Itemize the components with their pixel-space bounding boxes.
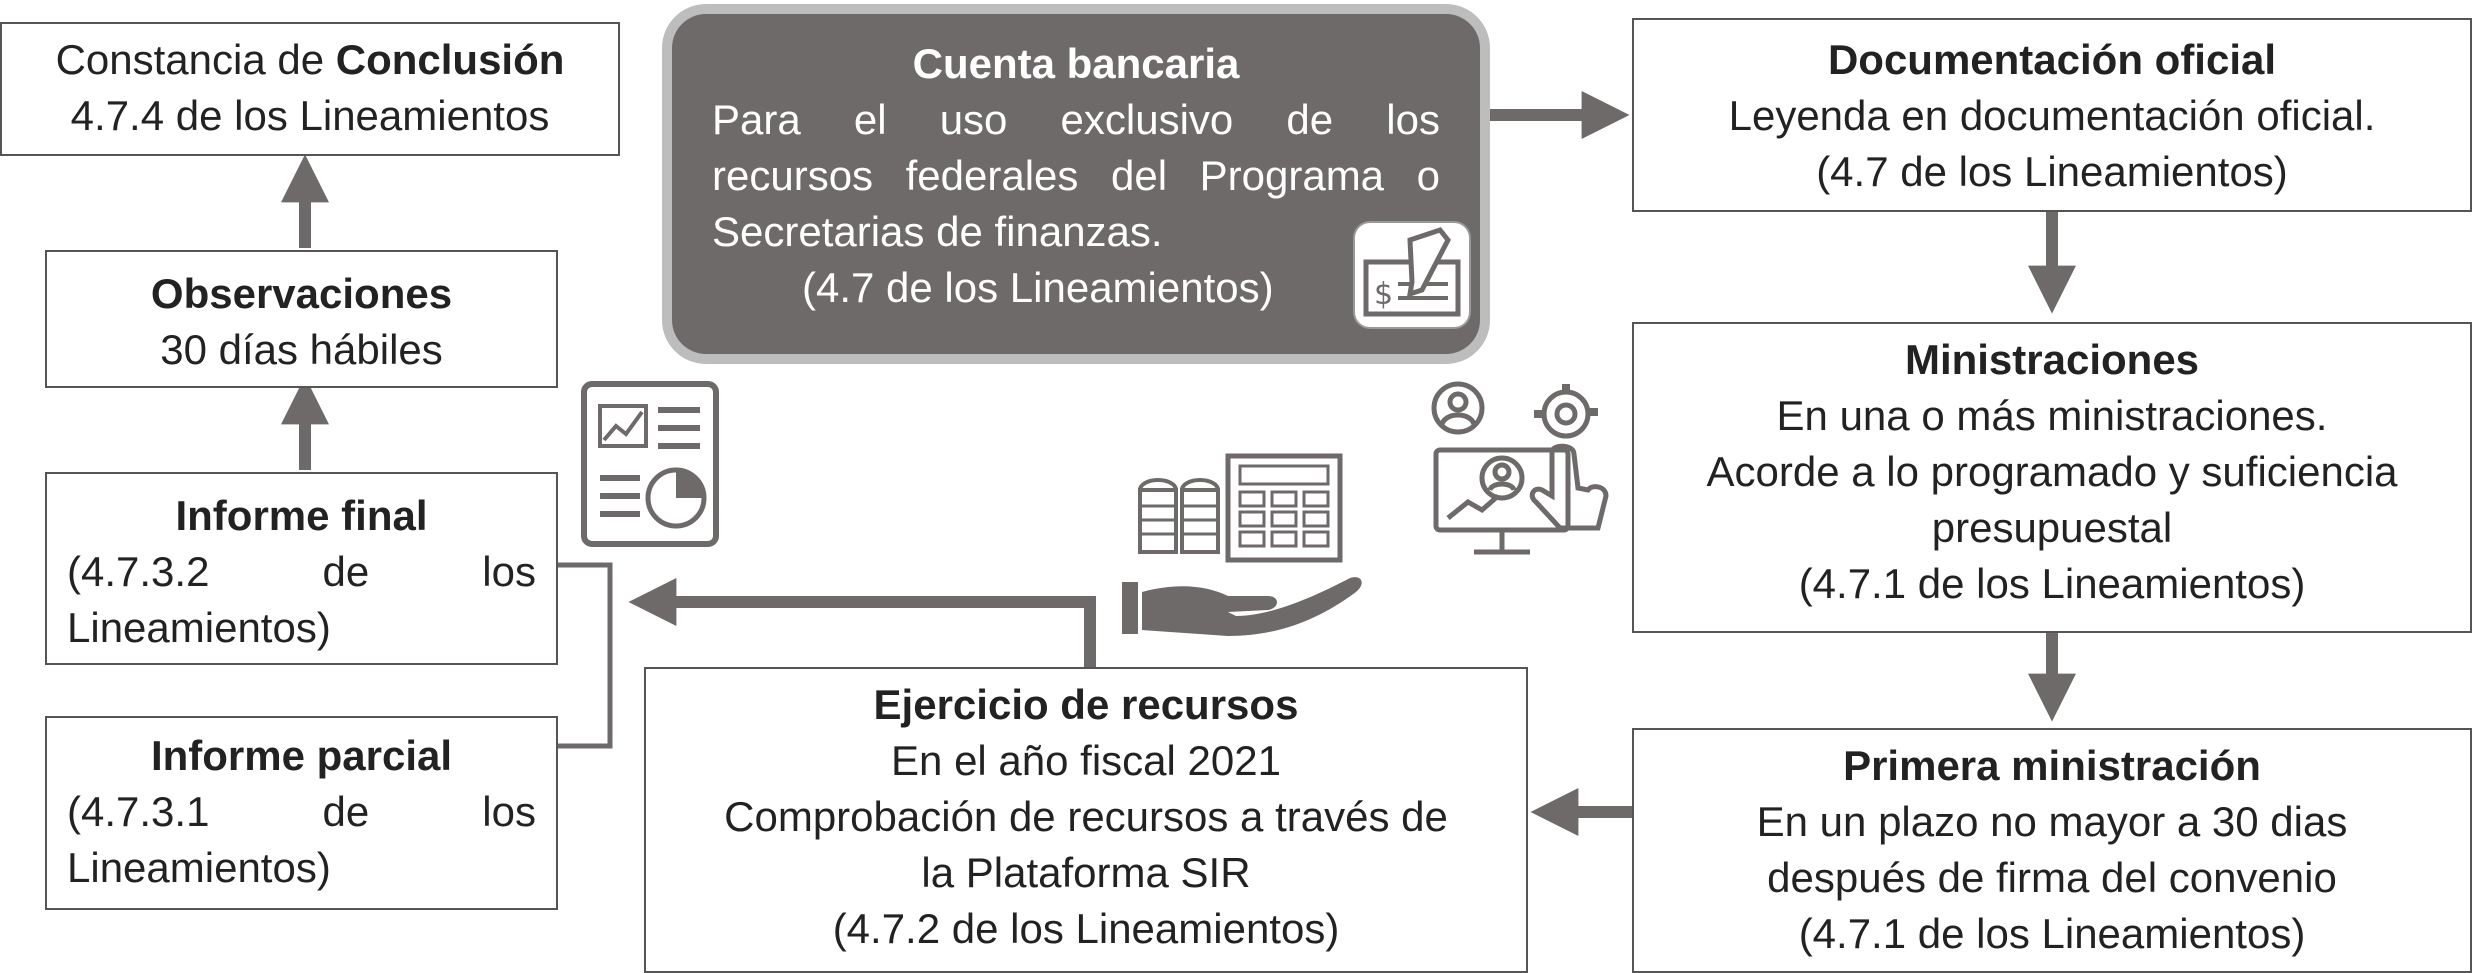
cuenta-line2: recursos federales del Programa o [712,152,1440,199]
primera-line1: En un plazo no mayor a 30 dias [1756,798,2348,845]
ministraciones-title: Ministraciones [1904,336,2200,383]
cuenta-title: Cuenta bancaria [912,40,1240,87]
primera-line2: después de firma del convenio [1767,854,2337,901]
informe-final-line2: Lineamientos) [67,604,331,651]
analytics-user-icon [1428,378,1618,564]
money-hand-icon [1118,450,1368,650]
primera-title: Primera ministración [1843,742,2261,789]
ejercicio-line2: Comprobación de recursos a través de [724,793,1448,840]
cuenta-line1: Para el uso exclusivo de los [712,96,1440,143]
constancia-line2: 4.7.4 de los Lineamientos [70,92,550,139]
informes-bracket [558,562,613,749]
documentacion-title: Documentación oficial [1827,36,2277,83]
informe-parcial-line2: Lineamientos) [67,844,331,891]
ejercicio-title: Ejercicio de recursos [873,681,1299,728]
constancia-box: Constancia de Conclusión 4.7.4 de los Li… [0,22,620,156]
ministraciones-line1: En una o más ministraciones. [1776,392,2328,439]
svg-text:$: $ [1374,277,1393,312]
ministraciones-line2: Acorde a lo programado y suficiencia [1706,448,2398,495]
report-icon [580,380,720,548]
cuenta-bancaria-box: Cuenta bancaria Para el uso exclusivo de… [672,14,1480,354]
informe-final-title: Informe final [175,492,428,539]
ministraciones-line4: (4.7.1 de los Lineamientos) [1798,560,2306,607]
ejercicio-line3: la Plataforma SIR [921,849,1251,896]
cuenta-line3: Secretarias de finanzas. [712,208,1163,255]
cheque-icon: $ [1352,220,1472,330]
cuenta-line4: (4.7 de los Lineamientos) [802,264,1274,311]
observaciones-line1: 30 días hábiles [160,326,443,373]
informe-parcial-title: Informe parcial [150,732,453,779]
documentacion-box: Documentación oficial Leyenda en documen… [1632,18,2472,212]
observaciones-box: Observaciones 30 días hábiles [45,250,558,388]
documentacion-line2: (4.7 de los Lineamientos) [1816,148,2288,195]
ejercicio-line4: (4.7.2 de los Lineamientos) [832,905,1340,952]
primera-line3: (4.7.1 de los Lineamientos) [1798,910,2306,957]
ejercicio-line1: En el año fiscal 2021 [891,737,1281,784]
ministraciones-box: Ministraciones En una o más ministracion… [1632,322,2472,633]
primera-ministracion-box: Primera ministración En un plazo no mayo… [1632,728,2472,973]
constancia-line1: Constancia de Conclusión [55,36,565,83]
arrow-ejercicio-to-informes [628,578,1096,667]
ejercicio-box: Ejercicio de recursos En el año fiscal 2… [644,667,1528,973]
documentacion-line1: Leyenda en documentación oficial. [1728,92,2376,139]
observaciones-title: Observaciones [150,270,453,317]
ministraciones-line3: presupuestal [1931,504,2173,551]
